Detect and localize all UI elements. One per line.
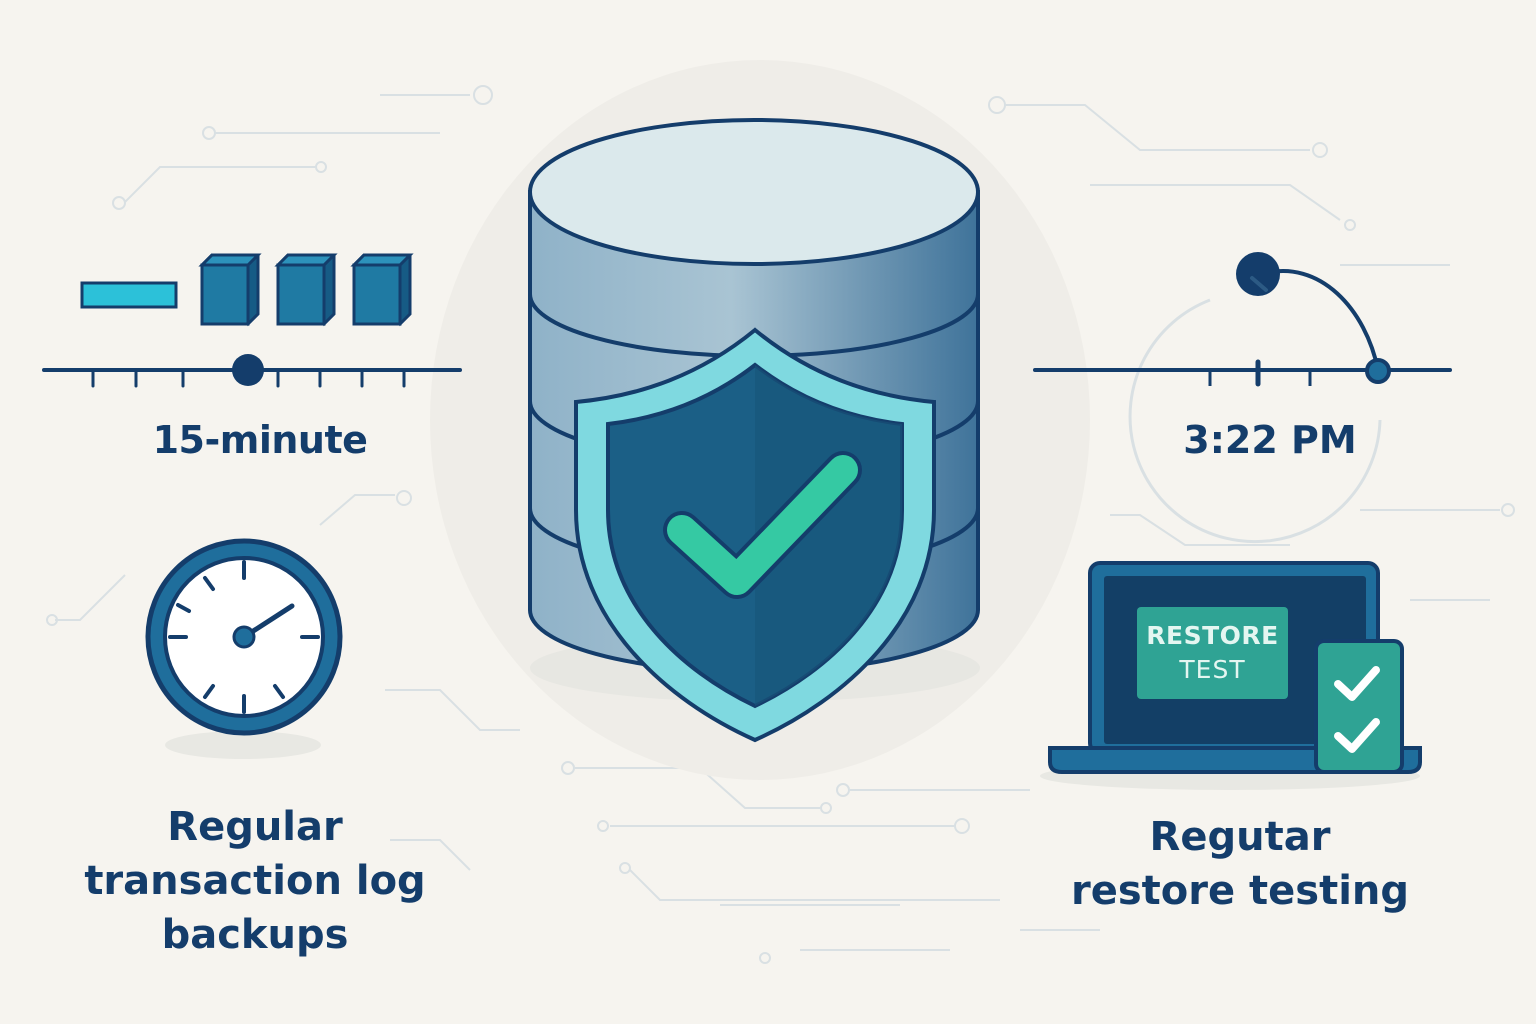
caption-line: Regutar	[1149, 814, 1331, 860]
backup-bar-icon	[80, 281, 178, 309]
recovery-timeline-icon	[1033, 252, 1452, 544]
interval-label: 15-minute	[152, 418, 368, 462]
restore-point-marker	[1365, 358, 1391, 384]
backup-block-icon	[274, 253, 338, 327]
clock-icon	[145, 538, 343, 759]
badge-line: RESTORE	[1146, 621, 1279, 650]
backup-block-icon	[198, 253, 262, 327]
start-point-marker	[1236, 252, 1280, 296]
backup-sequence	[80, 253, 414, 327]
timeline-icon	[42, 354, 462, 388]
restore-test-badge: RESTORE TEST	[1137, 607, 1288, 699]
circuit-background	[46, 85, 1515, 964]
badge-line: TEST	[1179, 655, 1246, 684]
shield-check-icon	[574, 327, 936, 743]
restore-time-label: 3:22 PM	[1183, 418, 1357, 462]
left-caption: Regular transaction log backups	[70, 800, 440, 962]
caption-line: backups	[161, 912, 349, 958]
caption-line: transaction log	[84, 858, 426, 904]
caption-line: Regular	[167, 804, 343, 850]
caption-line: restore testing	[1070, 868, 1410, 914]
checklist-phone-icon	[1314, 639, 1404, 774]
timeline-marker	[232, 354, 264, 386]
right-caption: Regutar restore testing	[1060, 810, 1420, 918]
backup-block-icon	[350, 253, 414, 327]
